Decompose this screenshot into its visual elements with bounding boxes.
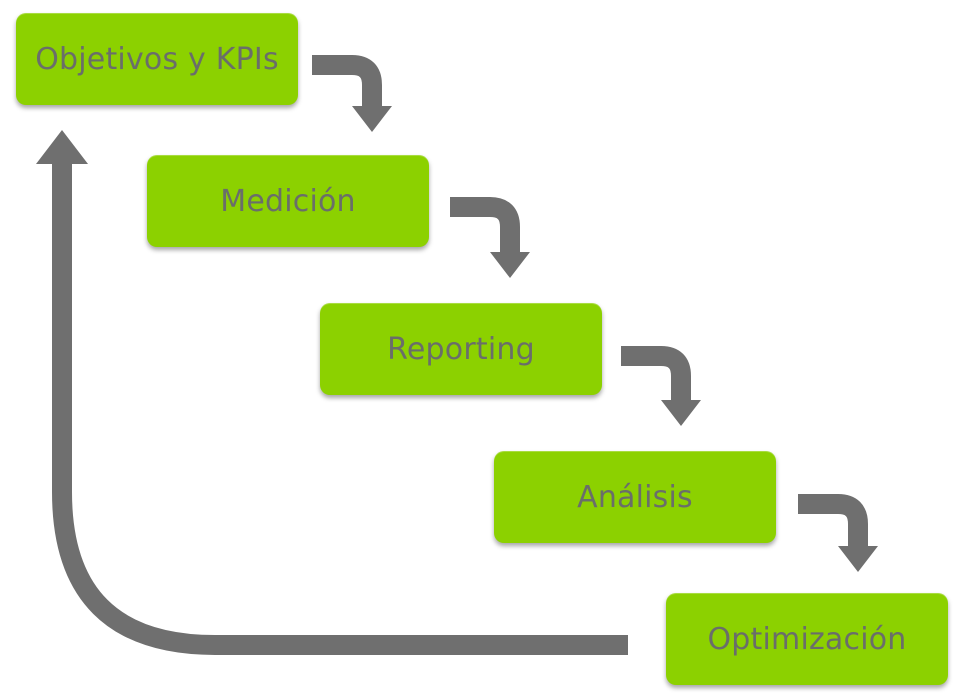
step-reporting: Reporting <box>320 303 602 395</box>
connector-arrow-3 <box>621 346 701 426</box>
step-label: Medición <box>220 183 356 219</box>
step-label: Optimización <box>707 621 907 657</box>
step-label: Análisis <box>577 479 693 515</box>
step-analisis: Análisis <box>494 451 776 543</box>
step-optimizacion: Optimización <box>666 593 948 685</box>
step-objetivos-kpis: Objetivos y KPIs <box>16 13 298 105</box>
step-label: Objetivos y KPIs <box>35 41 279 77</box>
connector-arrow-4 <box>798 494 878 572</box>
step-label: Reporting <box>387 331 535 367</box>
step-medicion: Medición <box>147 155 429 247</box>
feedback-loop-arrow <box>36 130 628 655</box>
connector-arrow-2 <box>450 197 530 278</box>
connector-arrow-1 <box>312 55 392 132</box>
